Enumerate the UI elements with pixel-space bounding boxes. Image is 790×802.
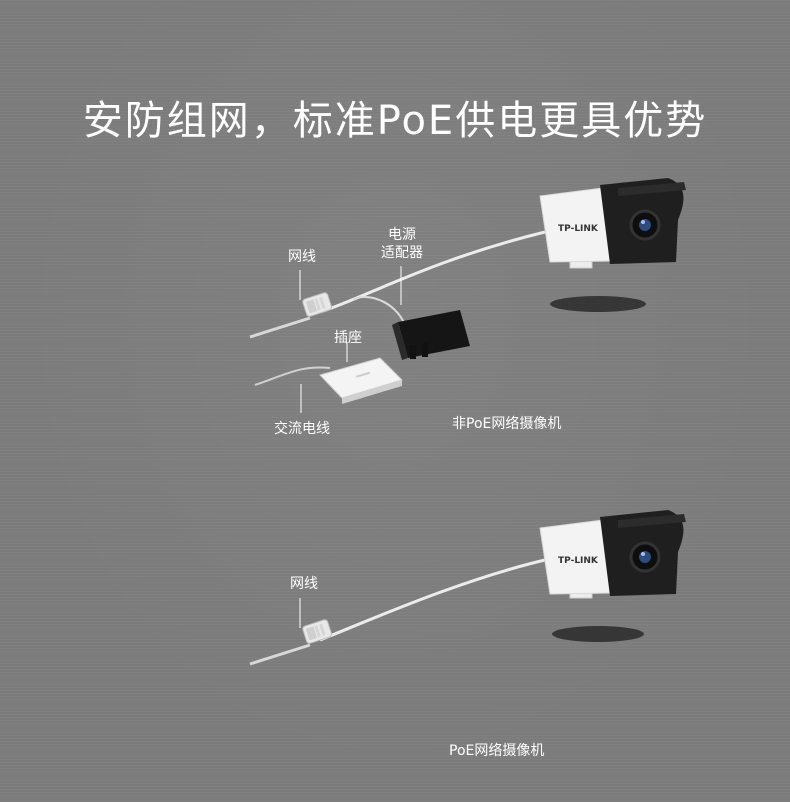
network-cable-label: 网线 — [288, 249, 316, 265]
non-poe-caption: 非PoE网络摄像机 — [452, 416, 562, 432]
network-cable-tail — [249, 643, 311, 666]
camera-shadow — [552, 626, 644, 642]
camera-poe: TP-LINK — [539, 510, 686, 599]
ac-cable-label: 交流电线 — [274, 421, 330, 437]
brand-label: TP-LINK — [558, 224, 599, 234]
ac-cable — [254, 366, 331, 386]
rj45-plug — [302, 292, 333, 317]
network-cable-tail — [249, 316, 311, 339]
adapter-label-line1: 电源 — [388, 227, 416, 243]
power-cable — [352, 296, 406, 326]
socket-label: 插座 — [334, 330, 362, 346]
camera-nonpoe: TP-LINK — [539, 178, 686, 269]
socket — [319, 357, 403, 404]
network-cable — [319, 558, 546, 642]
rj45-plug — [302, 619, 333, 644]
page-title: 安防组网，标准PoE供电更具优势 — [82, 98, 708, 144]
poe-caption: PoE网络摄像机 — [449, 743, 545, 759]
network-cable — [319, 230, 546, 314]
network-cable-label: 网线 — [290, 576, 318, 592]
adapter-label-line2: 适配器 — [381, 245, 423, 261]
brand-label: TP-LINK — [558, 556, 599, 566]
power-adapter — [392, 310, 470, 360]
camera-shadow — [550, 296, 646, 312]
